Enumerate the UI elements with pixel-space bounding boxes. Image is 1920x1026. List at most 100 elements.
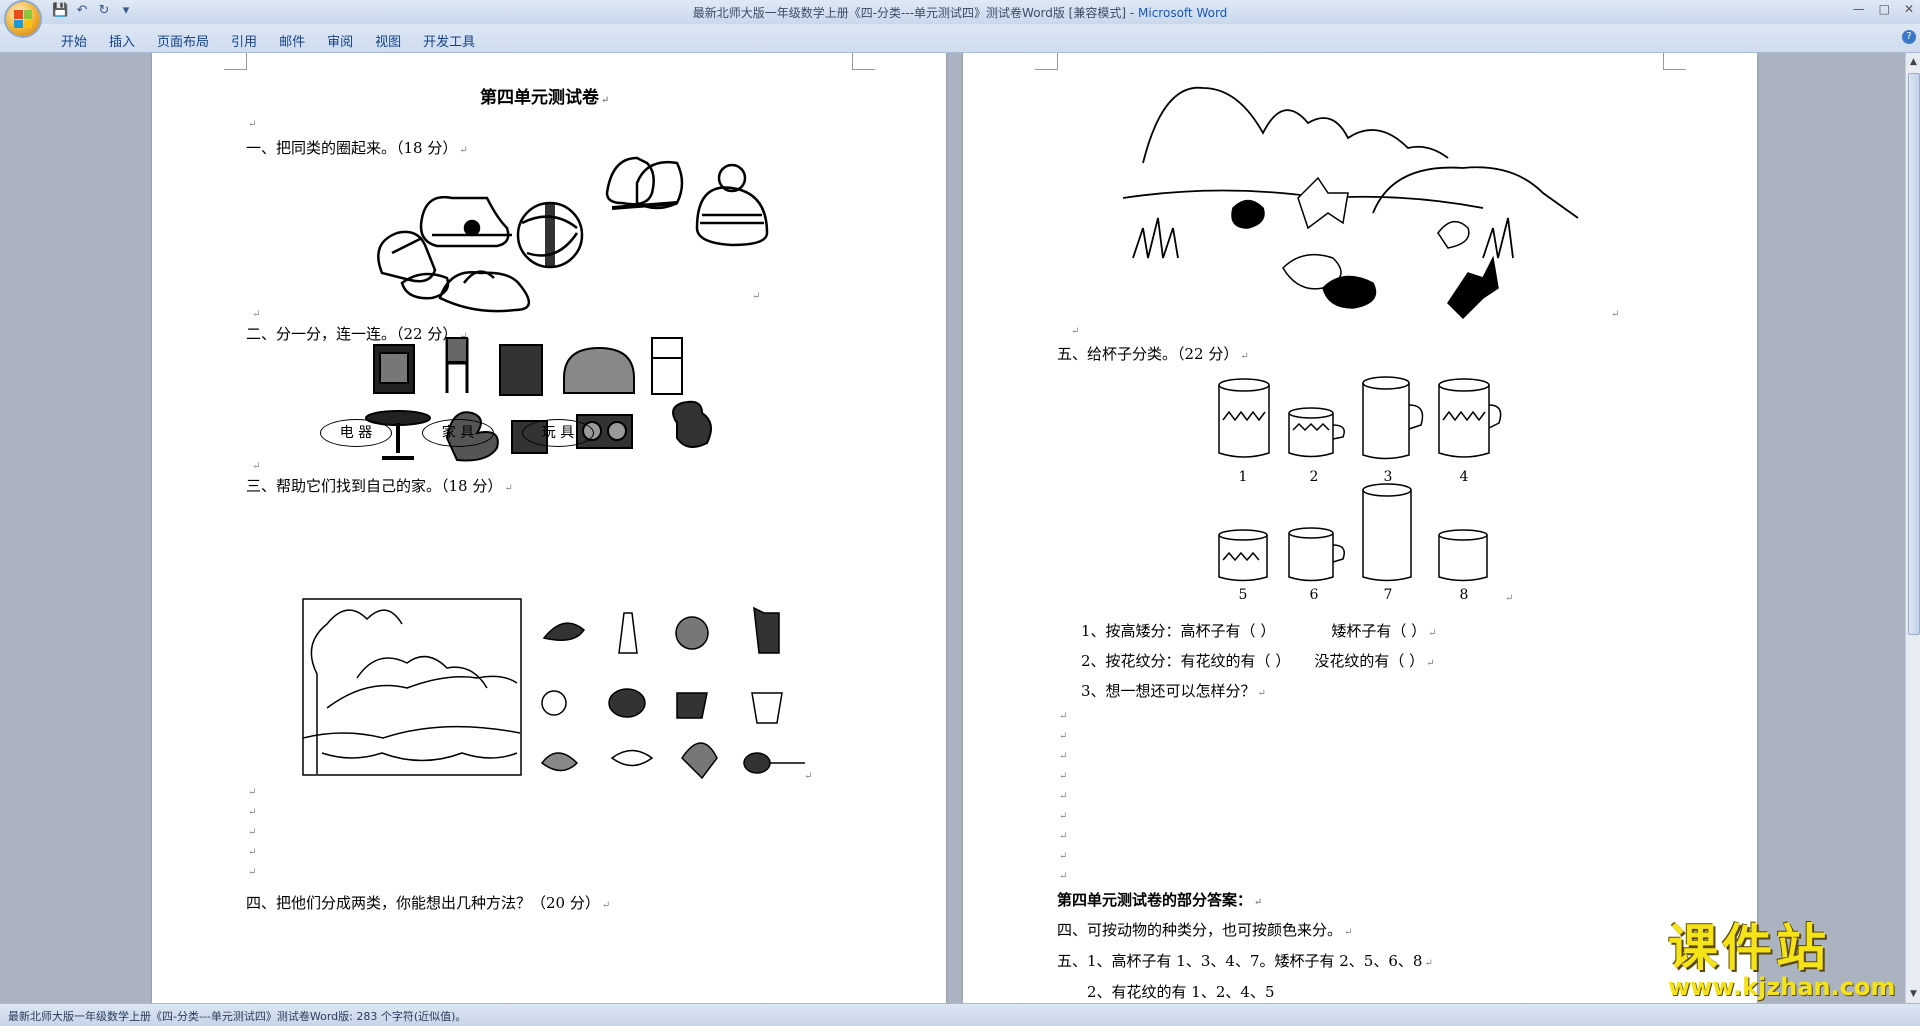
sub-question-2: 2、按花纹分：有花纹的有（ ）没花纹的有（ ）↵	[1081, 650, 1435, 671]
cup-5-icon	[1218, 535, 1268, 582]
teddy-bear-icon	[672, 400, 712, 448]
hare-icon	[1282, 253, 1342, 290]
cup-label: 1	[1238, 469, 1248, 485]
scroll-down-icon[interactable]: ▼	[1910, 989, 1917, 999]
answer-5: 五、1、高杯子有 1、3、4、7。矮杯子有 2、5、6、8↵	[1057, 950, 1433, 971]
tab-mailings[interactable]: 邮件	[279, 35, 306, 50]
page-title: 第四单元测试卷↵	[480, 83, 609, 108]
paragraph-mark: ↵	[601, 95, 610, 106]
cup-4-icon	[1438, 385, 1490, 458]
document-title: 最新北师大版一年级数学上册《四-分类---单元测试四》测试卷Word版 [兼容模…	[692, 6, 1139, 20]
tab-review[interactable]: 审阅	[327, 35, 354, 50]
paragraph-mark: ↵	[459, 145, 468, 156]
question-3-text: 三、帮助它们找到自己的家。（18 分）	[246, 477, 503, 495]
answer-4-text: 四、可按动物的种类分，也可按颜色来分。	[1057, 921, 1343, 939]
paragraph-mark: ↵	[1611, 309, 1620, 320]
status-bar: 最新北师大版一年级数学上册《四-分类---单元测试四》测试卷Word版: 283…	[0, 1003, 1920, 1026]
cups-row-1	[1218, 376, 1502, 460]
paragraph-mark: ↵	[1059, 871, 1068, 882]
page-1[interactable]: 第四单元测试卷↵ ↵ 一、把同类的圈起来。（18 分）↵	[152, 53, 946, 1003]
cup-label: 3	[1383, 469, 1393, 485]
category-oval-furniture: 家 具	[422, 419, 494, 447]
rabbit-silhouette-icon	[1231, 199, 1265, 229]
question-1-text: 一、把同类的圈起来。（18 分）	[246, 139, 458, 157]
paragraph-mark: ↵	[252, 461, 261, 472]
paragraph-mark: ↵	[752, 291, 761, 302]
boot-icon	[605, 156, 655, 206]
close-icon[interactable]: ✕	[1903, 2, 1914, 16]
sub-question-3-text: 3、想一想还可以怎样分？	[1081, 682, 1256, 700]
cup-1-icon	[1218, 385, 1270, 458]
hat-icon	[438, 271, 530, 313]
minimize-icon[interactable]: —	[1852, 2, 1865, 16]
deer-icon	[753, 606, 780, 654]
sofa-icon	[563, 346, 635, 394]
office-button[interactable]	[6, 2, 40, 36]
customize-toolbar-icon[interactable]: ▾	[122, 3, 130, 18]
document-area[interactable]: 第四单元测试卷↵ ↵ 一、把同类的圈起来。（18 分）↵	[0, 53, 1905, 1003]
paragraph-mark: ↵	[459, 331, 468, 342]
tab-references[interactable]: 引用	[231, 35, 258, 50]
rabbit-icon	[541, 690, 567, 716]
shoe-icon	[419, 195, 510, 248]
paragraph-mark: ↵	[1505, 593, 1514, 604]
watermark-brand: 课件站	[1668, 919, 1830, 977]
tab-developer[interactable]: 开发工具	[423, 35, 476, 50]
cabinet-icon	[499, 344, 543, 396]
paragraph-mark: ↵	[1428, 628, 1437, 639]
tab-view[interactable]: 视图	[375, 35, 402, 50]
save-icon[interactable]: 💾	[52, 3, 69, 18]
category-label: 家 具	[441, 425, 475, 441]
vertical-scrollbar[interactable]: ▲ ▼	[1905, 53, 1920, 1003]
paragraph-mark: ↵	[1240, 351, 1249, 362]
category-label: 玩 具	[541, 425, 575, 441]
undo-icon[interactable]: ↶	[76, 3, 88, 18]
paragraph-mark: ↵	[1257, 688, 1266, 699]
scroll-thumb[interactable]	[1908, 73, 1920, 635]
cup-2-icon	[1288, 413, 1334, 458]
tree-icon	[310, 609, 403, 774]
fish-icon	[610, 749, 654, 767]
help-icon[interactable]: ?	[1902, 30, 1916, 44]
cup-8-icon	[1438, 535, 1488, 582]
tab-insert[interactable]: 插入	[109, 35, 136, 50]
answer-5b-text: 2、有花纹的有 1、2、4、5	[1087, 983, 1275, 1001]
q1-clipart	[377, 156, 769, 313]
paragraph-mark: ↵	[1059, 791, 1068, 802]
paragraph-mark: ↵	[1059, 711, 1068, 722]
scroll-up-icon[interactable]: ▲	[1910, 57, 1917, 67]
answers-title-text: 第四单元测试卷的部分答案：	[1057, 891, 1253, 909]
crab-icon	[540, 752, 579, 772]
sub-question-1-a: 1、按高矮分：高杯子有（ ）	[1081, 622, 1276, 640]
paragraph-mark: ↵	[1071, 326, 1080, 337]
paragraph-mark: ↵	[504, 483, 513, 494]
paragraph-mark: ↵	[1424, 958, 1433, 969]
page-title-text: 第四单元测试卷	[480, 88, 599, 108]
question-1: 一、把同类的圈起来。（18 分）↵	[246, 137, 468, 158]
tab-home[interactable]: 开始	[61, 35, 88, 50]
office-logo-icon	[14, 10, 32, 28]
answers-title: 第四单元测试卷的部分答案：↵	[1057, 889, 1262, 910]
paragraph-mark: ↵	[1059, 851, 1068, 862]
q3-landscape	[302, 598, 522, 776]
sub-question-2-b: 没花纹的有（ ）	[1314, 652, 1425, 670]
crop-mark	[852, 53, 875, 70]
cup-7-icon	[1362, 490, 1412, 582]
maximize-icon[interactable]: □	[1878, 2, 1890, 16]
page-2[interactable]: ↵ ↵ 五、给杯子分类。（22 分）↵ 1 2 3 4	[963, 53, 1757, 1003]
answer-5-text: 五、1、高杯子有 1、3、4、7。矮杯子有 2、5、6、8	[1057, 952, 1423, 970]
sub-question-3: 3、想一想还可以怎样分？↵	[1081, 680, 1266, 701]
category-label: 电 器	[339, 425, 373, 441]
bear-icon	[676, 692, 708, 719]
penguin-icon	[618, 612, 638, 654]
redo-icon[interactable]: ↻	[98, 3, 110, 18]
radio-icon	[576, 414, 633, 449]
tab-page-layout[interactable]: 页面布局	[157, 35, 210, 50]
tadpole-icon	[743, 752, 771, 774]
sub-question-1-b: 矮杯子有（ ）	[1331, 622, 1427, 640]
paragraph-mark: ↵	[252, 309, 261, 320]
fawn-icon	[1447, 255, 1499, 320]
question-4-text: 四、把他们分成两类，你能想出几种方法？（20 分）	[246, 894, 600, 912]
question-2: 二、分一分，连一连。（22 分）↵	[246, 323, 468, 344]
crop-mark	[1663, 53, 1686, 70]
